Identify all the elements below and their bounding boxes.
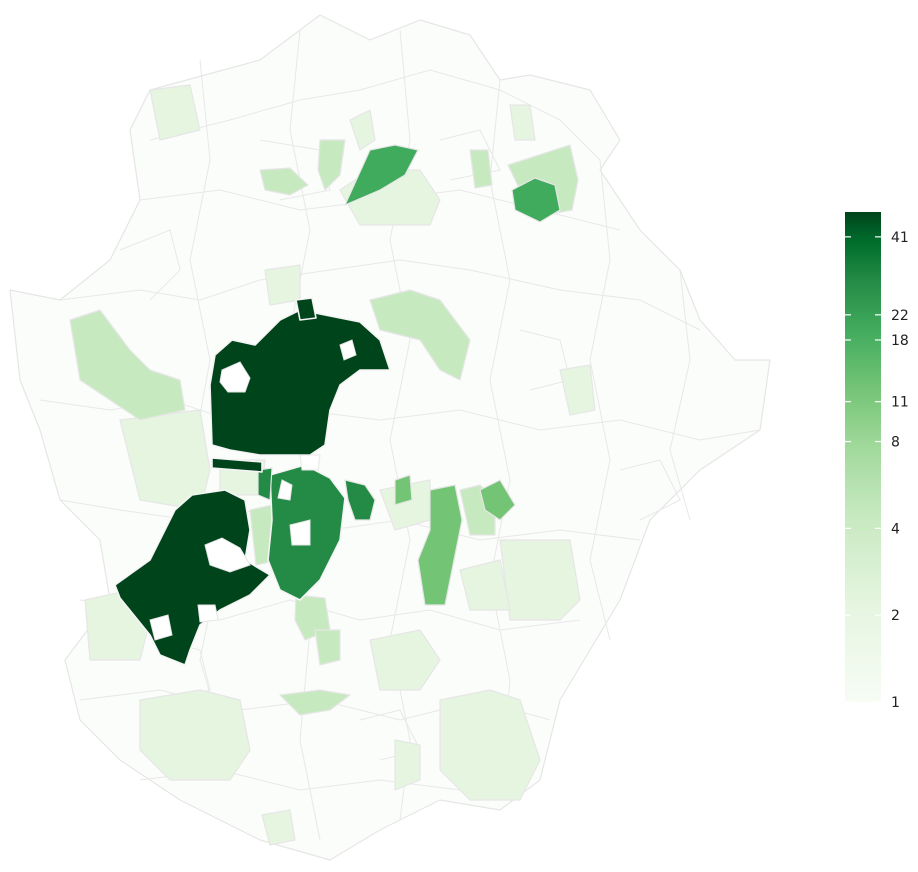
- legend-tick-label: 41: [891, 230, 909, 246]
- legend-ticks: 41 22 18 11 8 4 2 1: [845, 230, 909, 711]
- legend-tick-label: 22: [891, 308, 909, 324]
- legend-tick-label: 18: [891, 333, 909, 349]
- legend-tick-label: 1: [891, 695, 900, 711]
- enclaves: [149, 339, 357, 641]
- regions-value-2: [84, 84, 596, 846]
- regions-value-8-11: [394, 474, 516, 606]
- legend-tick-label: 11: [891, 395, 909, 411]
- legend-tick-label: 4: [891, 521, 900, 537]
- regions-value-4: [69, 139, 579, 716]
- legend-tick-label: 2: [891, 608, 900, 624]
- legend-colorbar: [845, 212, 881, 702]
- legend-tick-label: 8: [891, 435, 900, 451]
